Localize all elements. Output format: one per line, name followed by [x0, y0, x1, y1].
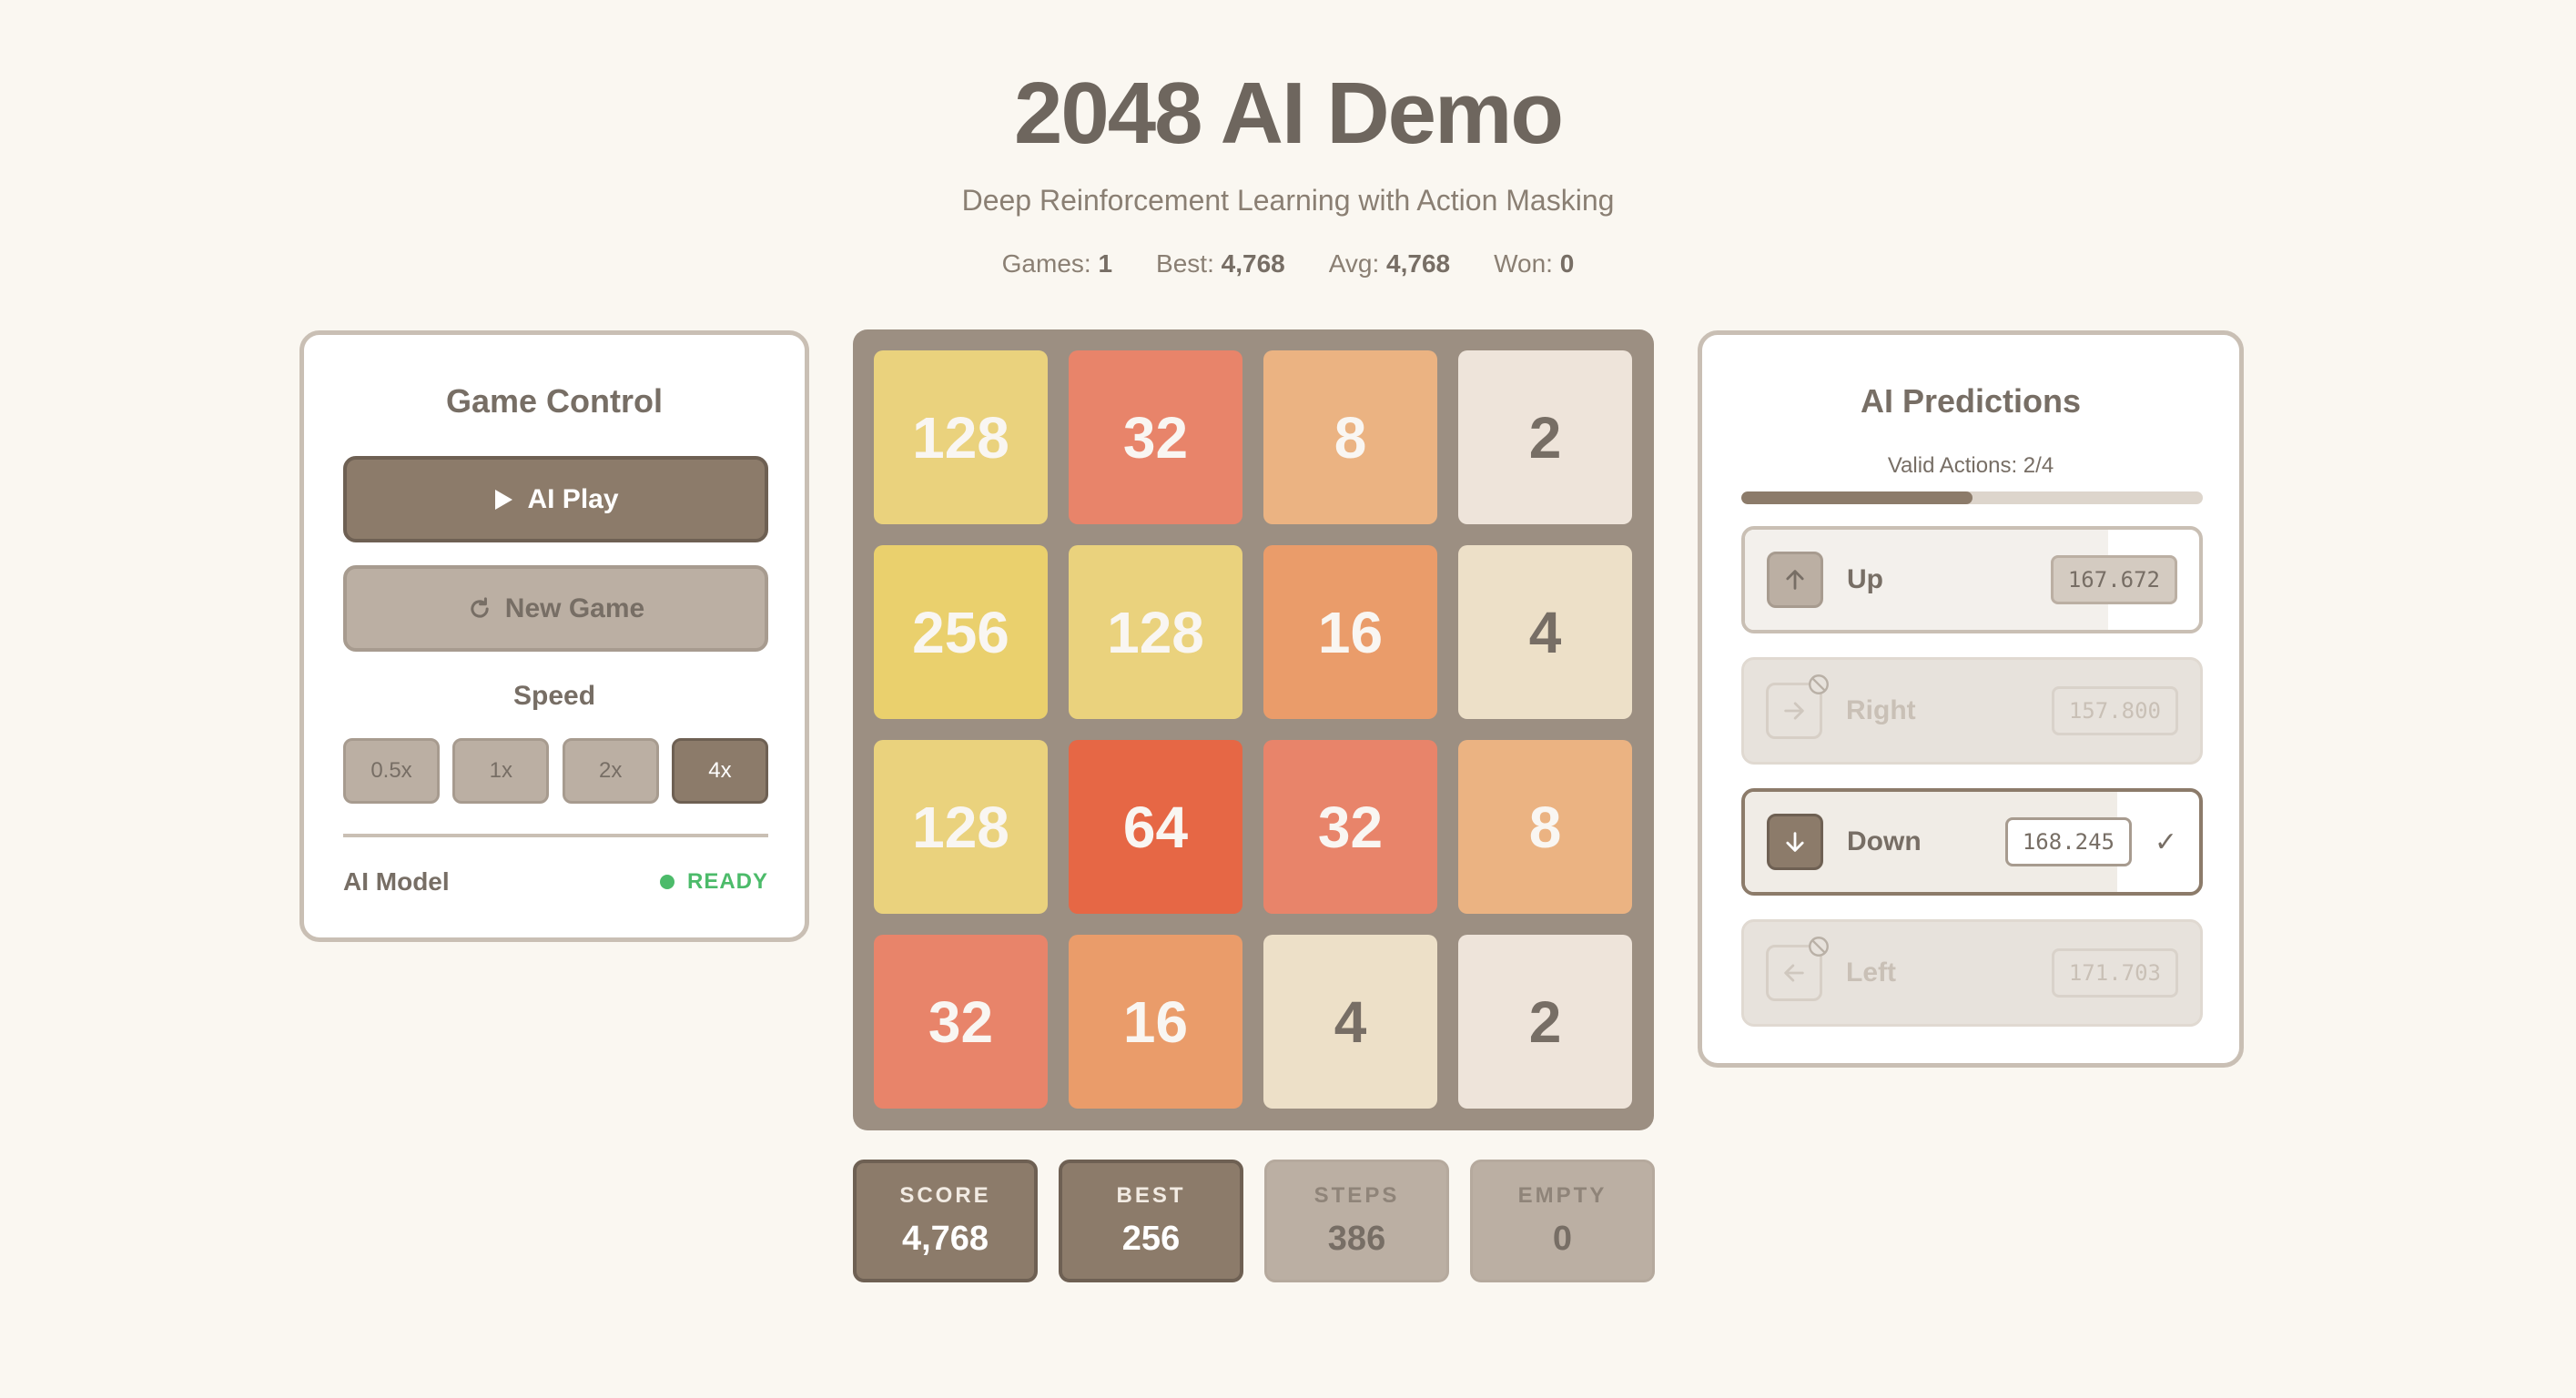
tile: 64	[1069, 740, 1242, 914]
game-control-panel: Game Control AI Play New Game Speed 0.5x…	[299, 330, 809, 942]
score-value: 4,768	[901, 1220, 989, 1258]
score-box: SCORE 4,768	[853, 1160, 1038, 1282]
arrow-left-icon	[1766, 937, 1829, 1001]
tile: 8	[1263, 350, 1437, 524]
steps-value: 386	[1327, 1220, 1386, 1258]
action-row-down: Down 168.245 ✓	[1741, 788, 2203, 896]
refresh-icon	[471, 596, 489, 618]
action-row-right: Right 157.800	[1741, 657, 2203, 765]
empty-box: EMPTY 0	[1470, 1160, 1655, 1282]
speed-button-4x[interactable]: 4x	[671, 738, 768, 804]
tile: 4	[1263, 935, 1437, 1109]
valid-actions-bar	[1741, 491, 2203, 504]
page-subtitle: Deep Reinforcement Learning with Action …	[961, 184, 1615, 217]
ai-play-label: AI Play	[527, 483, 619, 514]
speed-label: Speed	[512, 681, 596, 711]
stat-avg: Avg: 4,768	[1328, 249, 1451, 278]
valid-actions-label: Valid Actions: 2/4	[1887, 453, 2054, 478]
arrow-down-icon	[1767, 814, 1823, 870]
arrow-up-icon	[1767, 552, 1823, 608]
action-row-left: Left 171.703	[1741, 919, 2203, 1027]
action-q-value: 167.672	[2050, 555, 2177, 604]
tile: 128	[1069, 545, 1242, 719]
empty-label: EMPTY	[1517, 1183, 1607, 1208]
stat-won: Won: 0	[1494, 249, 1575, 278]
best-label: BEST	[1116, 1183, 1186, 1208]
new-game-button[interactable]: New Game	[343, 565, 768, 652]
best-value: 256	[1121, 1220, 1181, 1258]
tile: 2	[1458, 935, 1632, 1109]
ai-play-button[interactable]: AI Play	[343, 456, 768, 542]
tile: 2	[1458, 350, 1632, 524]
speed-button-1x[interactable]: 1x	[452, 738, 550, 804]
game-control-title: Game Control	[445, 382, 664, 420]
tile: 16	[1069, 935, 1242, 1109]
status-badge: READY	[659, 869, 768, 895]
action-name: Down	[1847, 826, 1922, 856]
new-game-label: New Game	[504, 593, 645, 623]
stat-games: Games: 1	[1001, 249, 1113, 278]
status-dot-icon	[659, 875, 674, 889]
arrow-right-icon	[1766, 674, 1829, 739]
speed-button-0-5x[interactable]: 0.5x	[343, 738, 440, 804]
steps-box: STEPS 386	[1264, 1160, 1449, 1282]
tile: 32	[874, 935, 1048, 1109]
action-q-value: 157.800	[2051, 686, 2178, 735]
session-stats: Games: 1 Best: 4,768 Avg: 4,768 Won: 0	[0, 246, 2576, 282]
speed-selector: 0.5x 1x 2x 4x	[343, 738, 768, 804]
divider	[343, 834, 768, 837]
tile: 256	[874, 545, 1048, 719]
steps-label: STEPS	[1313, 1183, 1400, 1208]
tile: 128	[874, 740, 1048, 914]
check-icon: ✓	[2154, 826, 2177, 857]
ban-icon	[1809, 674, 1829, 694]
valid-actions-fill	[1741, 491, 1973, 504]
ban-icon	[1809, 937, 1829, 957]
ai-model-row: AI Model READY	[343, 867, 768, 897]
tile: 4	[1458, 545, 1632, 719]
stat-best: Best: 4,768	[1156, 249, 1285, 278]
ai-predictions-title: AI Predictions	[1860, 382, 2082, 420]
ai-model-label: AI Model	[343, 867, 450, 896]
action-name: Left	[1846, 957, 1896, 988]
speed-button-2x[interactable]: 2x	[562, 738, 659, 804]
status-text: READY	[686, 869, 768, 894]
best-box: BEST 256	[1059, 1160, 1243, 1282]
tile: 8	[1458, 740, 1632, 914]
play-icon	[495, 489, 513, 510]
ai-predictions-panel: AI Predictions Valid Actions: 2/4 Up 167…	[1698, 330, 2244, 1068]
header: 2048 AI Demo Deep Reinforcement Learning…	[0, 55, 2576, 282]
tile: 128	[874, 350, 1048, 524]
score-label: SCORE	[899, 1183, 991, 1208]
page-title: 2048 AI Demo	[1013, 65, 1564, 162]
tile: 32	[1069, 350, 1242, 524]
empty-value: 0	[1552, 1220, 1573, 1258]
action-name: Up	[1847, 564, 1883, 594]
action-q-value: 171.703	[2051, 948, 2178, 998]
action-q-value: 168.245	[2004, 817, 2132, 866]
tile: 32	[1263, 740, 1437, 914]
tile: 16	[1263, 545, 1437, 719]
action-name: Right	[1846, 695, 1916, 725]
action-row-up: Up 167.672	[1741, 526, 2203, 633]
